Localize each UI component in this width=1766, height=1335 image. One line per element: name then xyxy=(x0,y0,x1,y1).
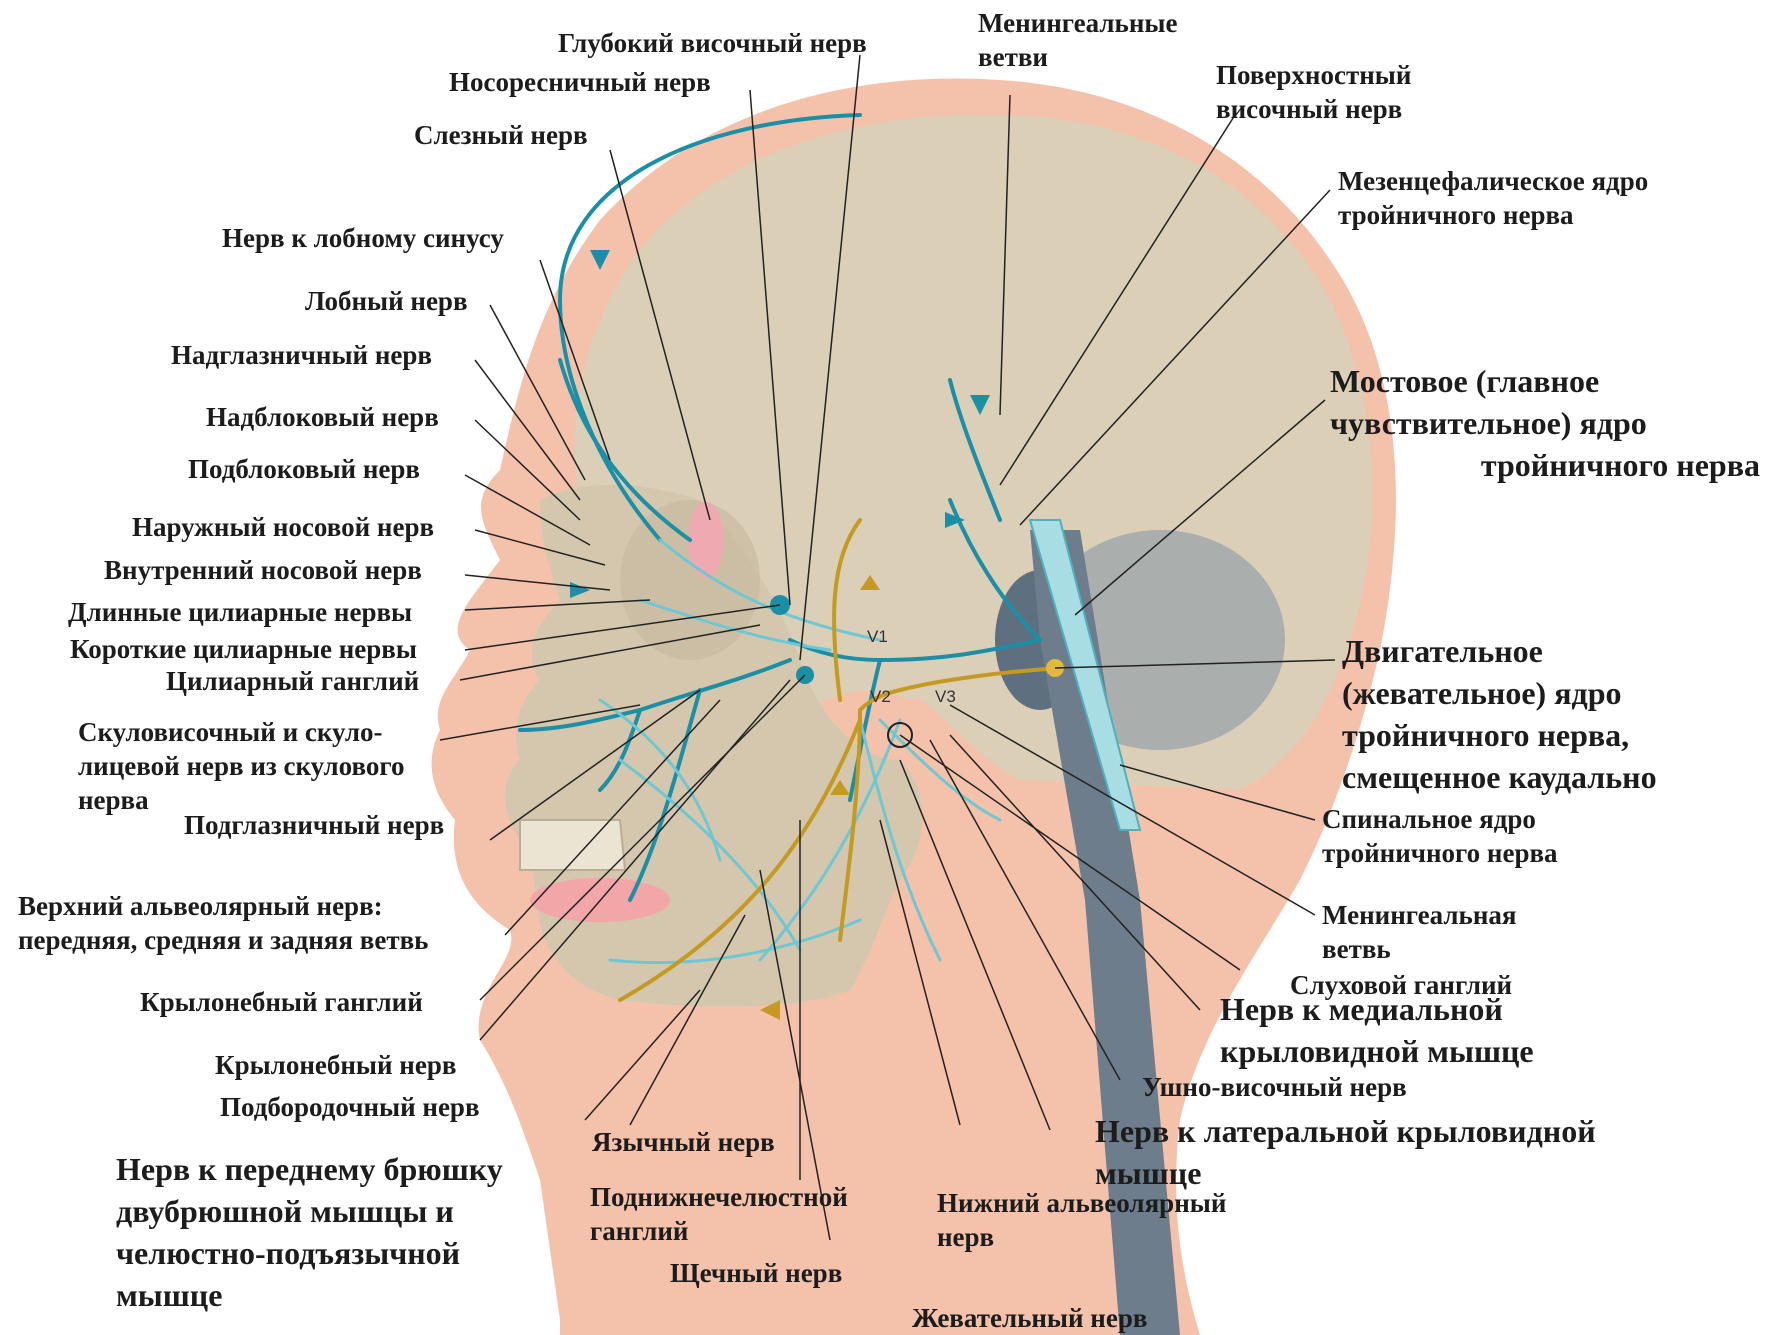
label-meningeal-branches-line-2: ветви xyxy=(978,40,1177,74)
label-digastric-line-4: мышце xyxy=(116,1274,503,1316)
label-pontine-nucleus-line-1: Мостовое (главное xyxy=(1330,360,1760,402)
label-zygomatic: Скуловисочный и скуло- лицевой нерв из с… xyxy=(78,715,404,817)
label-supraorbital: Надглазничный нерв xyxy=(171,338,432,372)
label-lateral-pterygoid-line-2: мышце xyxy=(1095,1152,1596,1194)
label-internal-nasal: Внутренний носовой нерв xyxy=(104,553,422,587)
label-infraorbital: Подглазничный нерв xyxy=(184,808,444,842)
label-masseteric: Жевательный нерв xyxy=(912,1301,1147,1335)
label-otic-ganglion: Слуховой ганглий xyxy=(1290,968,1512,1002)
label-submandibular-ganglion: Поднижнечелюстной ганглий xyxy=(590,1180,848,1248)
label-meningeal-branches-line-1: Менингеальные xyxy=(978,6,1177,40)
label-medial-pterygoid-line-2: крыловидной мышце xyxy=(1220,1030,1534,1072)
label-submandibular-line-2: ганглий xyxy=(590,1214,848,1248)
label-spinal-nucleus-line-2: тройничного нерва xyxy=(1322,836,1558,870)
label-mesencephalic-nucleus: Мезенцефалическое ядро тройничного нерва xyxy=(1338,164,1648,232)
label-short-ciliary: Короткие цилиарные нервы xyxy=(70,632,417,666)
label-meningeal-branch-line-2: ветвь xyxy=(1322,932,1517,966)
label-lacrimal: Слезный нерв xyxy=(414,118,588,152)
label-superficial-temporal-line-1: Поверхностный xyxy=(1216,58,1411,92)
label-deep-temporal: Глубокий височный нерв xyxy=(558,26,867,60)
label-spinal-nucleus: Спинальное ядро тройничного нерва xyxy=(1322,802,1558,870)
v1-marker: V1 xyxy=(867,627,888,646)
label-pterygopalatine-ganglion: Крылонебный ганглий xyxy=(140,985,423,1019)
label-frontal-sinus: Нерв к лобному синусу xyxy=(222,221,504,255)
label-superficial-temporal-line-2: височный нерв xyxy=(1216,92,1411,126)
label-motor-nucleus-line-1: Двигательное xyxy=(1342,630,1657,672)
label-mesencephalic-line-1: Мезенцефалическое ядро xyxy=(1338,164,1648,198)
v3-marker: V3 xyxy=(935,687,956,706)
label-buccal: Щечный нерв xyxy=(670,1256,842,1290)
label-motor-nucleus-line-3: тройничного нерва, xyxy=(1342,714,1657,756)
label-mesencephalic-line-2: тройничного нерва xyxy=(1338,198,1648,232)
label-motor-nucleus: Двигательное (жевательное) ядро тройничн… xyxy=(1342,630,1657,798)
label-meningeal-branches: Менингеальные ветви xyxy=(978,6,1177,74)
label-pontine-nucleus-line-2: чувствительное) ядро xyxy=(1330,402,1760,444)
label-pterygopalatine-nerve: Крылонебный нерв xyxy=(215,1048,456,1082)
label-external-nasal: Наружный носовой нерв xyxy=(132,510,434,544)
label-superior-alveolar: Верхний альвеолярный нерв: передняя, сре… xyxy=(18,889,428,957)
label-motor-nucleus-line-2: (жевательное) ядро xyxy=(1342,672,1657,714)
label-meningeal-branch: Менингеальная ветвь xyxy=(1322,898,1517,966)
label-digastric-line-2: двубрюшной мышцы и xyxy=(116,1190,503,1232)
label-superior-alveolar-line-1: Верхний альвеолярный нерв: xyxy=(18,889,428,923)
label-lateral-pterygoid: Нерв к латеральной крыловидной мышце xyxy=(1095,1110,1596,1194)
v2-marker: V2 xyxy=(870,687,891,706)
label-zygomatic-line-2: лицевой нерв из скулового xyxy=(78,749,404,783)
label-pontine-nucleus-line-3: тройничного нерва xyxy=(1330,444,1760,486)
label-nasociliary: Носоресничный нерв xyxy=(449,65,711,99)
label-pontine-nucleus: Мостовое (главное чувствительное) ядро т… xyxy=(1330,360,1760,486)
label-mental: Подбородочный нерв xyxy=(220,1090,480,1124)
label-submandibular-line-1: Поднижнечелюстной xyxy=(590,1180,848,1214)
label-ciliary-ganglion: Цилиарный ганглий xyxy=(166,664,419,698)
label-auriculotemporal: Ушно-височный нерв xyxy=(1142,1070,1407,1104)
label-superior-alveolar-line-2: передняя, средняя и задняя ветвь xyxy=(18,923,428,957)
label-motor-nucleus-line-4: смещенное каудально xyxy=(1342,756,1657,798)
label-inferior-alveolar: Нижний альвеолярный нерв xyxy=(937,1186,1226,1254)
label-meningeal-branch-line-1: Менингеальная xyxy=(1322,898,1517,932)
label-lingual: Язычный нерв xyxy=(592,1125,775,1159)
label-digastric-mylohyoid: Нерв к переднему брюшку двубрюшной мышцы… xyxy=(116,1148,503,1316)
label-supratrochlear: Надблоковый нерв xyxy=(206,400,439,434)
label-zygomatic-line-1: Скуловисочный и скуло- xyxy=(78,715,404,749)
label-frontal: Лобный нерв xyxy=(305,284,468,318)
label-long-ciliary: Длинные цилиарные нервы xyxy=(68,595,412,629)
label-spinal-nucleus-line-1: Спинальное ядро xyxy=(1322,802,1558,836)
label-digastric-line-1: Нерв к переднему брюшку xyxy=(116,1148,503,1190)
label-lateral-pterygoid-line-1: Нерв к латеральной крыловидной xyxy=(1095,1110,1596,1152)
teeth xyxy=(520,820,625,870)
label-digastric-line-3: челюстно-подъязычной xyxy=(116,1232,503,1274)
label-inferior-alveolar-line-2: нерв xyxy=(937,1220,1226,1254)
label-infratrochlear: Подблоковый нерв xyxy=(188,452,420,486)
label-superficial-temporal: Поверхностный височный нерв xyxy=(1216,58,1411,126)
